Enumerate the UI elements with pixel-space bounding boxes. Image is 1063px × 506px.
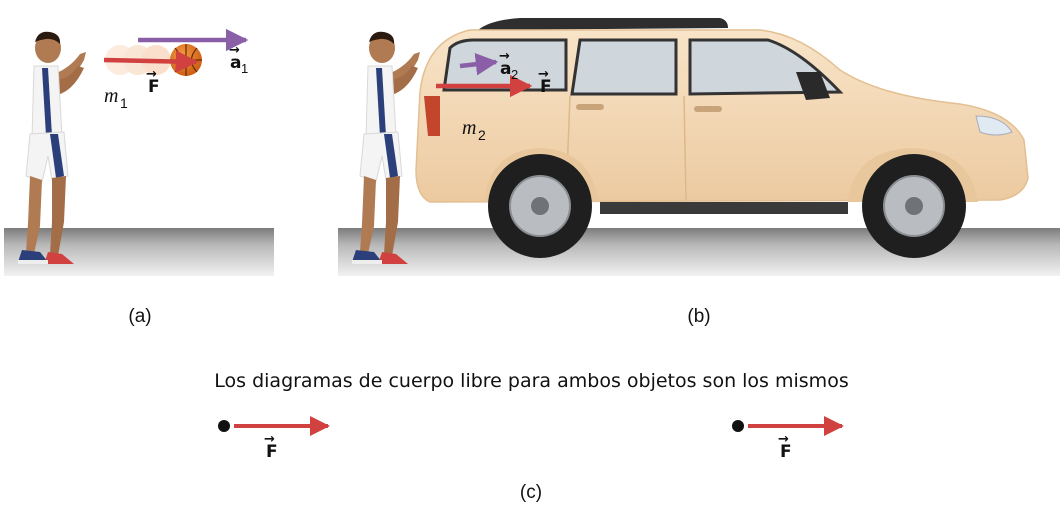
rear-wheel: [488, 154, 592, 258]
mass-subscript-b: 2: [478, 127, 486, 143]
svg-text:→: →: [778, 432, 789, 447]
force-label-b: F: [540, 77, 552, 97]
front-wheel: [862, 154, 966, 258]
point-mass-left: [218, 420, 230, 432]
mass-label-a: m: [104, 85, 118, 107]
accel-label-b: a: [500, 59, 511, 79]
ground-a: [4, 228, 274, 276]
point-mass-right: [732, 420, 744, 432]
force-label-left: F: [266, 442, 278, 462]
accel-label-a: a: [230, 53, 241, 73]
svg-text:→: →: [264, 432, 275, 447]
svg-text:→: →: [146, 67, 157, 82]
force-label-right: F: [780, 442, 792, 462]
acceleration-arrow-b: [459, 53, 499, 76]
svg-text:→: →: [229, 43, 240, 58]
free-body-diagram-left: F →: [218, 416, 330, 462]
accel-subscript-a: 1: [241, 61, 248, 76]
panel-c-label: (c): [520, 482, 542, 503]
panel-a-label: (a): [128, 306, 151, 327]
svg-text:→: →: [499, 49, 510, 64]
mass-label-b: m: [462, 117, 476, 139]
force-label-a: F: [148, 77, 160, 97]
panel-a: F → a 1 → m 1: [4, 28, 274, 276]
force-arrow-a: [103, 50, 199, 73]
panel-b: F → a 2 → m 2: [338, 18, 1060, 276]
mass-subscript-a: 1: [120, 95, 128, 111]
accel-subscript-b: 2: [511, 67, 518, 82]
panel-b-label: (b): [687, 306, 710, 327]
free-body-caption: Los diagramas de cuerpo libre para ambos…: [214, 370, 849, 392]
free-body-diagram-right: F →: [732, 416, 844, 462]
svg-text:→: →: [538, 67, 549, 82]
